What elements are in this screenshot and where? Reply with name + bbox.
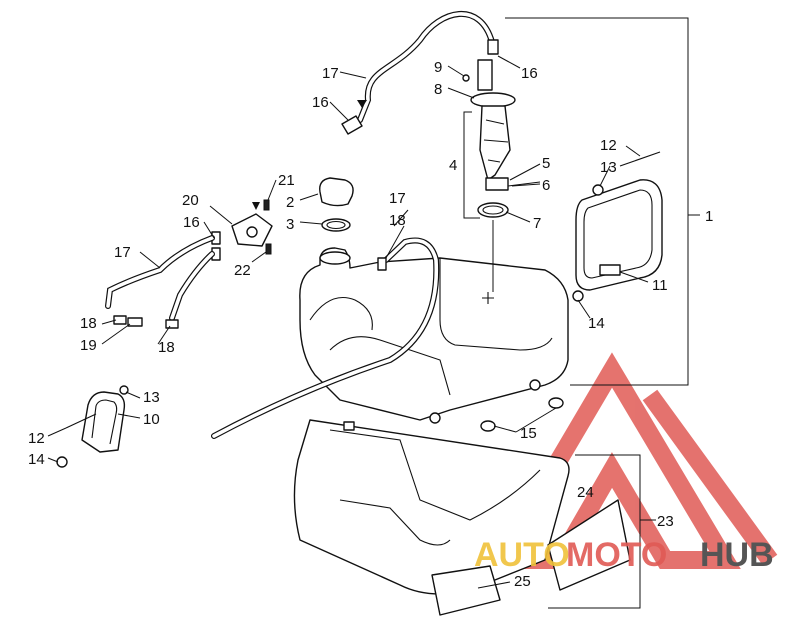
- clip: [343, 421, 355, 431]
- clamp-18-left: [113, 315, 127, 325]
- callout-16-top: 16: [521, 65, 538, 82]
- callout-23: 23: [657, 513, 674, 530]
- vent-hose-left: [105, 235, 215, 329]
- callout-25: 25: [514, 573, 531, 590]
- callout-18-left: 18: [80, 315, 97, 332]
- grommet-15b: [548, 397, 564, 409]
- skid-plate: [293, 419, 641, 616]
- seal-3: [321, 218, 351, 232]
- fuel-pump-assembly: [462, 59, 541, 219]
- tank-fitting-right: [529, 379, 541, 391]
- leader-lines: [47, 55, 656, 589]
- panel-24: [547, 499, 631, 591]
- watermark-auto: AUTO: [474, 536, 570, 574]
- callout-8: 8: [434, 81, 442, 98]
- callout-18-middle: 18: [389, 212, 406, 229]
- screw-22: [265, 243, 272, 255]
- screw-21: [263, 199, 270, 211]
- callout-13-left: 13: [143, 389, 160, 406]
- nut-13-right: [592, 184, 604, 196]
- callout-21: 21: [278, 172, 295, 189]
- hose-clamp-16-top: [487, 39, 499, 55]
- callout-18-right: 18: [158, 339, 175, 356]
- bolt-14-right: [572, 290, 584, 302]
- callout-16-left: 16: [312, 94, 329, 111]
- callout-11: 11: [652, 277, 668, 294]
- bracket-23: [548, 454, 641, 609]
- tank-fitting-left: [429, 412, 441, 424]
- tank-strap-11: [572, 151, 663, 302]
- pump-body: [479, 105, 511, 181]
- callout-14-right: 14: [588, 315, 605, 332]
- callout-19: 19: [80, 337, 97, 354]
- pump-opening: [482, 292, 494, 304]
- bolt-12-left: [65, 413, 97, 429]
- gasket-7: [477, 202, 509, 218]
- screw-9: [462, 74, 470, 82]
- fuel-cap: [319, 177, 354, 232]
- filler-neck: [319, 251, 351, 265]
- callout-1: 1: [705, 208, 713, 225]
- assembly-bracket-1: [505, 17, 689, 386]
- fuel-tank: [299, 220, 569, 424]
- callout-2: 2: [286, 194, 294, 211]
- callout-10: 10: [143, 411, 160, 428]
- callout-12-right: 12: [600, 137, 617, 154]
- flow-arrow: [357, 100, 367, 108]
- vent-hose-middle: [211, 237, 440, 439]
- grommet-15a: [480, 420, 496, 432]
- callout-9: 9: [434, 59, 442, 76]
- callout-3: 3: [286, 216, 294, 233]
- check-valve-16: [341, 115, 363, 135]
- fuel-filter-5: [485, 177, 509, 191]
- callout-12-left: 12: [28, 430, 45, 447]
- callout-24: 24: [577, 484, 594, 501]
- watermark-hub: HUB: [700, 536, 774, 574]
- callout-22: 22: [234, 262, 251, 279]
- callout-17-middle: 17: [389, 190, 406, 207]
- callout-6: 6: [542, 177, 550, 194]
- watermark-moto: MOTO: [566, 536, 667, 574]
- clamp-18-right: [165, 319, 179, 329]
- callout-16-valve: 16: [183, 214, 200, 231]
- callout-7: 7: [533, 215, 541, 232]
- bolt-14-left: [56, 456, 68, 468]
- strap-buckle: [599, 264, 621, 276]
- callout-14-left: 14: [28, 451, 45, 468]
- callout-13-right: 13: [600, 159, 617, 176]
- vent-hose-top: [341, 10, 499, 135]
- pump-flange-8: [470, 92, 516, 108]
- callout-5: 5: [542, 155, 550, 172]
- cover-25: [431, 565, 501, 616]
- connector-19: [127, 317, 143, 327]
- callout-labels: 1 2 3 4 5 6 7 8 9 10 11 12 12 13 13 14 1…: [28, 59, 713, 590]
- rollover-valve-20: [211, 199, 273, 261]
- callout-17-top: 17: [322, 65, 339, 82]
- bolt-12-right: [619, 151, 661, 167]
- clamp-18-mid: [377, 257, 387, 271]
- callout-4: 4: [449, 157, 457, 174]
- tank-strap-10: [56, 385, 129, 468]
- callout-20: 20: [182, 192, 199, 209]
- cap-2: [319, 177, 354, 207]
- connector-9: [477, 59, 493, 91]
- bracket-4: [463, 111, 480, 219]
- callout-17-left: 17: [114, 244, 131, 261]
- watermark-triangle-inner: [642, 389, 778, 566]
- callout-15: 15: [520, 425, 537, 442]
- watermark-text: AUTO MOTO HUB: [474, 536, 774, 574]
